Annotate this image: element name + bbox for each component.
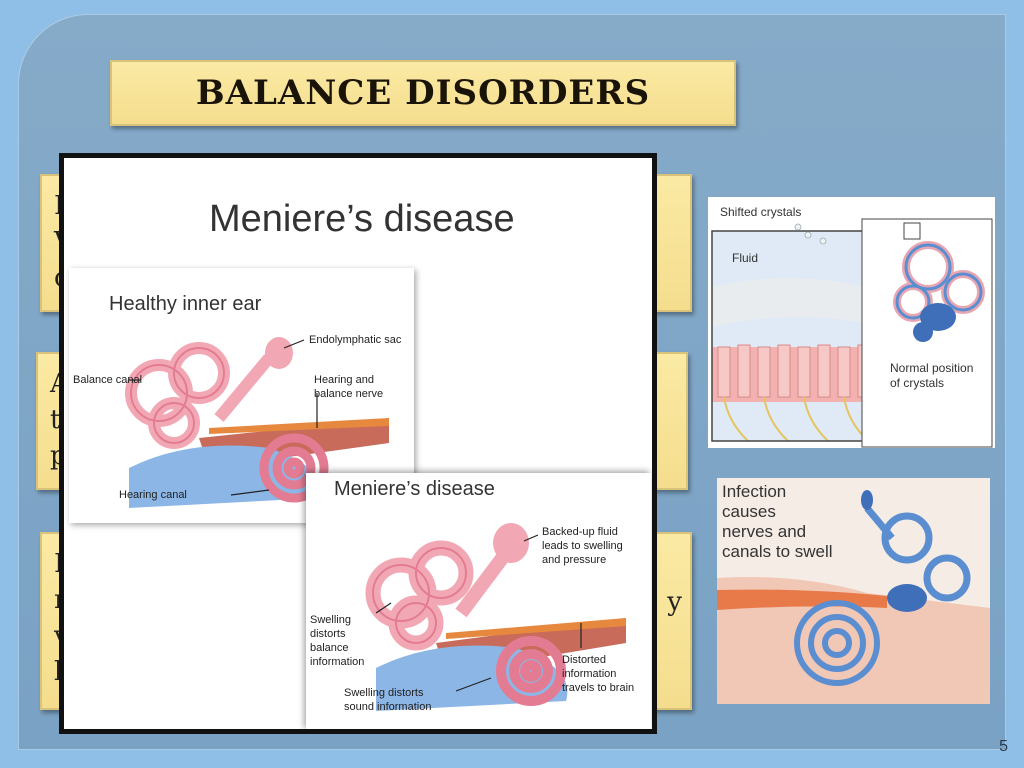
swelling-sound-label: Swelling distorts — [344, 687, 424, 699]
backed-up-fluid-label: leads to swelling — [542, 540, 623, 552]
swelling-balance-label: Swelling — [310, 614, 351, 626]
text-line: l — [54, 654, 690, 690]
infection-line: nerves and — [722, 522, 807, 541]
fluid-label: Fluid — [732, 251, 759, 265]
swelling-balance-label: distorts — [310, 628, 346, 640]
distorted-info-label: Distorted — [562, 654, 607, 666]
hearing-balance-nerve-label-2: balance nerve — [314, 388, 384, 400]
meniere-panel-title: Meniere’s disease — [334, 478, 495, 500]
backed-up-fluid-label: and pressure — [542, 554, 607, 566]
infection-line: Infection — [722, 482, 787, 501]
balance-canal-label: Balance canal — [73, 374, 143, 386]
backed-up-fluid-label: Backed-up fluid — [542, 526, 618, 538]
endolymphatic-sac-label: Endolymphatic sac — [309, 334, 402, 346]
swelling-balance-label: information — [310, 656, 365, 668]
normal-position-label-2: of crystals — [890, 376, 945, 390]
healthy-panel-title: Healthy inner ear — [109, 293, 262, 315]
distorted-info-label: information — [562, 668, 617, 680]
infection-line: causes — [722, 502, 776, 521]
infection-image: Infection causes nerves and canals to sw… — [717, 478, 990, 704]
overlay-title: Meniere’s disease — [209, 198, 515, 240]
title-box: BALANCE DISORDERS — [110, 60, 736, 126]
swelling-balance-label: balance — [310, 642, 349, 654]
infection-caption: Infection causes nerves and canals to sw… — [722, 482, 833, 562]
slide-title: BALANCE DISORDERS — [195, 73, 651, 113]
swelling-sound-label: sound information — [344, 701, 432, 713]
crystals-image: Shifted crystals Fluid Normal position o… — [708, 197, 995, 448]
text-tail: y — [667, 587, 682, 617]
menieres-overlay-image: Meniere’s disease Healthy inner ear Endo… — [59, 153, 657, 734]
infection-line: canals to swell — [722, 542, 833, 561]
hearing-canal-label: Hearing canal — [119, 489, 187, 501]
hearing-balance-nerve-label-1: Hearing and — [314, 374, 374, 386]
meniere-ear-panel: Meniere’s disease Backed-up fluid leads … — [306, 473, 651, 729]
distorted-info-label: travels to brain — [562, 682, 635, 694]
shifted-crystals-label: Shifted crystals — [720, 205, 802, 219]
page-number: 5 — [999, 738, 1008, 755]
normal-position-label-1: Normal position — [890, 361, 974, 375]
